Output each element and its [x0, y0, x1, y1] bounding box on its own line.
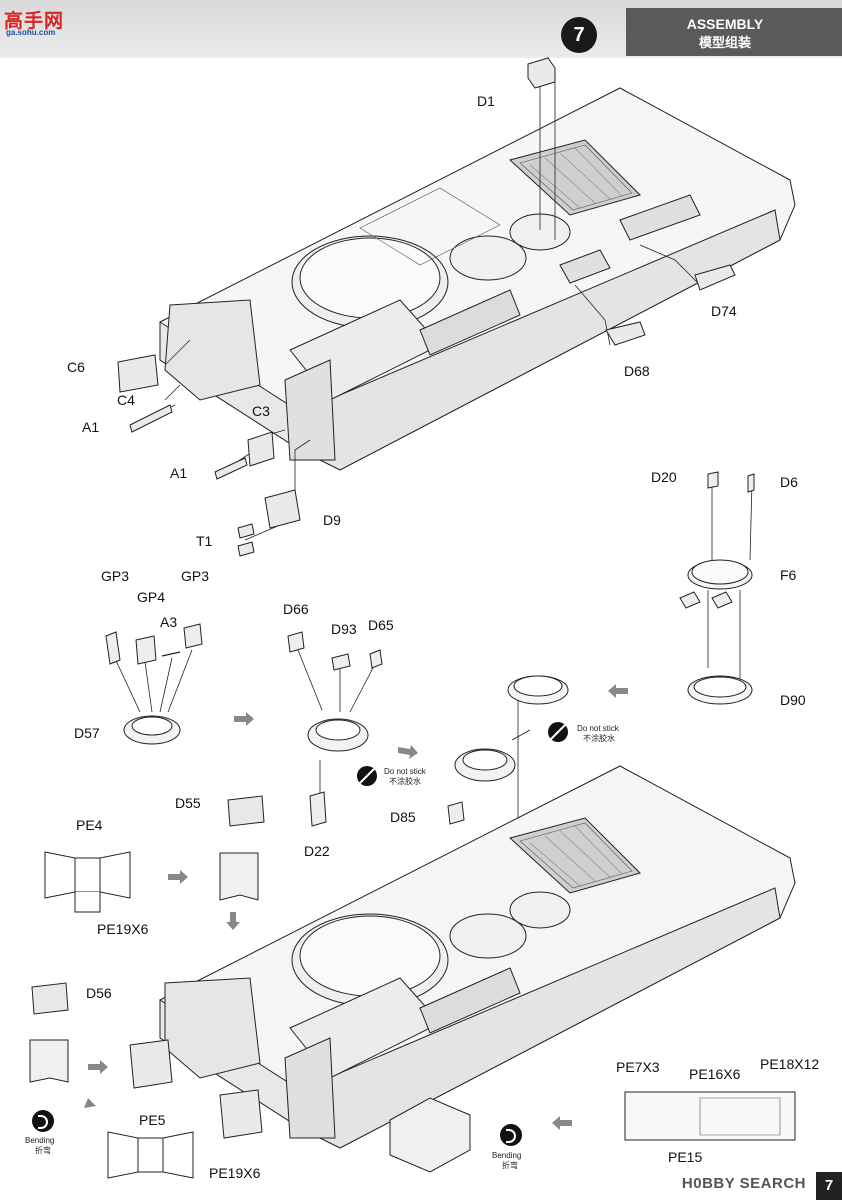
- page-title: ASSEMBLY: [686, 16, 764, 32]
- site-logo: 高手网 ga.sohu.com: [4, 6, 74, 37]
- page-number: 7: [816, 1172, 842, 1200]
- note-bending-1: Bending: [25, 1136, 55, 1145]
- part-label-pe15: PE15: [668, 1149, 703, 1165]
- logo-text: 高手网: [4, 11, 65, 32]
- step-number-badge: 7: [561, 17, 597, 53]
- part-label-c3: C3: [252, 403, 270, 419]
- page-title-chinese: 模型组装: [698, 35, 751, 50]
- note-do-not-stick-2: Do not stick: [384, 767, 426, 776]
- part-label-d90: D90: [780, 692, 806, 708]
- part-label-d22: D22: [304, 843, 330, 859]
- part-label-gp3-left: GP3: [101, 568, 130, 584]
- part-label-a3: A3: [160, 614, 178, 630]
- note-bending-1-cn: 折弯: [35, 1146, 51, 1155]
- part-label-pe19x6-bottom: PE19X6: [209, 1165, 261, 1181]
- part-label-c4: C4: [117, 392, 135, 408]
- flow-arrows: [84, 684, 628, 1130]
- part-label-pe18x12: PE18X12: [760, 1056, 820, 1072]
- hull-top-illustration: [159, 87, 796, 471]
- watermark-text: H0BBY SEARCH: [681, 1175, 806, 1192]
- part-label-d1: D1: [477, 93, 495, 109]
- part-label-d6: D6: [780, 474, 798, 490]
- part-label-d56: D56: [86, 985, 112, 1001]
- part-label-d55: D55: [175, 795, 201, 811]
- note-do-not-stick-1-cn: 不涂胶水: [583, 734, 615, 743]
- part-label-d66: D66: [283, 601, 309, 617]
- part-label-d65: D65: [368, 617, 394, 633]
- note-do-not-stick-2-cn: 不涂胶水: [389, 777, 421, 786]
- cupola-subassembly: [679, 471, 755, 705]
- part-label-pe4: PE4: [76, 817, 103, 833]
- part-label-d20: D20: [651, 469, 677, 485]
- d57-subassembly: [105, 623, 203, 745]
- part-label-pe7x3: PE7X3: [616, 1059, 660, 1075]
- part-label-d93: D93: [331, 621, 357, 637]
- part-label-t1: T1: [196, 533, 213, 549]
- part-label-d74: D74: [711, 303, 737, 319]
- part-label-d85: D85: [390, 809, 416, 825]
- part-label-gp4: GP4: [137, 589, 166, 605]
- part-label-f6: F6: [780, 567, 797, 583]
- note-bending-2-cn: 折弯: [502, 1161, 518, 1170]
- part-label-pe5: PE5: [139, 1112, 166, 1128]
- part-label-c6: C6: [67, 359, 85, 375]
- bending-icon: [500, 1124, 522, 1146]
- d66-subassembly: [287, 631, 383, 827]
- pe-parts: [29, 795, 796, 1179]
- part-label-a1-bottom: A1: [170, 465, 188, 481]
- bending-icon: [32, 1110, 54, 1132]
- small-parts-top: [117, 57, 736, 557]
- logo-url: ga.sohu.com: [6, 28, 56, 37]
- part-label-pe19x6-top: PE19X6: [97, 921, 149, 937]
- header-title-panel: [626, 8, 842, 56]
- part-label-d57: D57: [74, 725, 100, 741]
- part-label-a1-top: A1: [82, 419, 100, 435]
- part-label-d68: D68: [624, 363, 650, 379]
- no-glue-icon: [548, 722, 568, 742]
- part-label-d9: D9: [323, 512, 341, 528]
- part-label-pe16x6: PE16X6: [689, 1066, 741, 1082]
- note-bending-2: Bending: [492, 1151, 522, 1160]
- no-glue-icon: [357, 766, 377, 786]
- hatch-subassembly: [447, 675, 569, 900]
- hull-bottom-illustration: [159, 765, 796, 1149]
- note-do-not-stick-1: Do not stick: [577, 724, 619, 733]
- part-label-gp3-right: GP3: [181, 568, 210, 584]
